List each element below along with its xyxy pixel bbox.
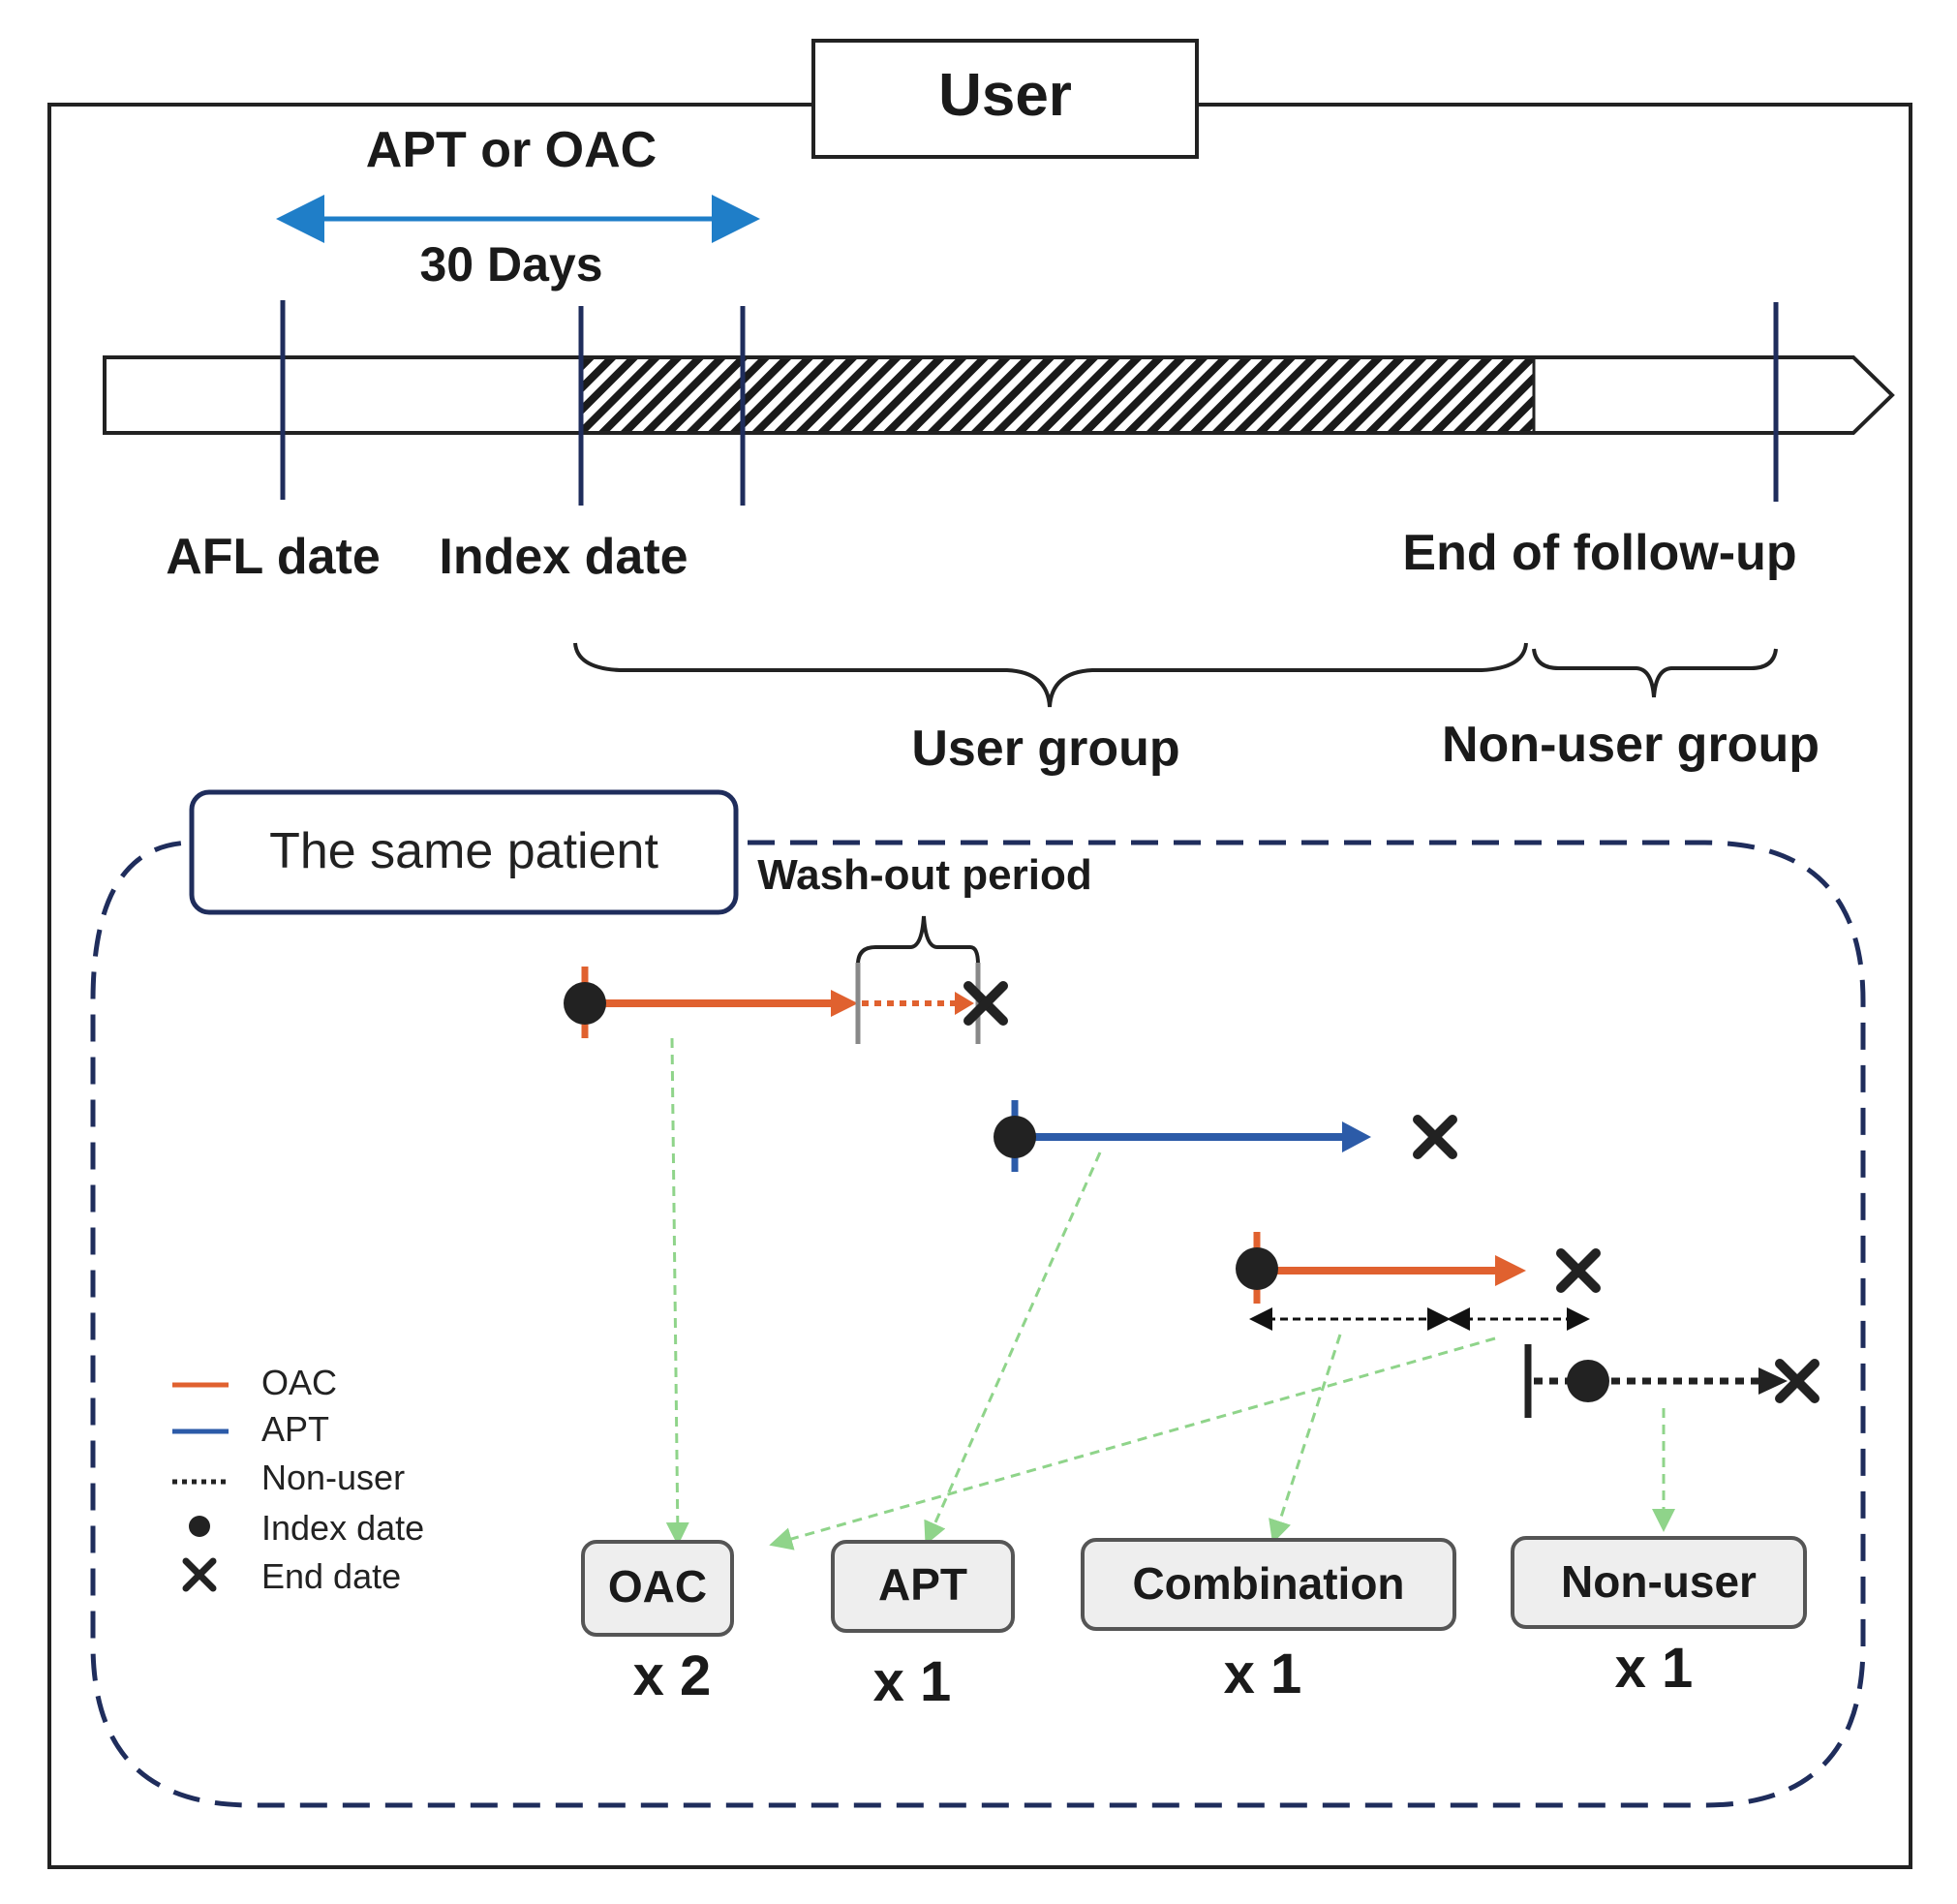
washout-brace [856,915,980,966]
group-nonuser: Non-user x 1 [1511,1536,1807,1700]
group-combination-label: Combination [1132,1558,1404,1609]
legend: OAC APT Non-user Index date End date [172,1363,424,1596]
map-oac-2 [769,1336,1496,1551]
user-group-brace [573,642,1528,708]
timeline-hatched-period [581,359,1534,431]
group-apt: APT x 1 [831,1540,1015,1713]
legend-nonuser-label: Non-user [261,1458,405,1497]
exposure-label: APT or OAC [366,122,657,178]
legend-index-dot-icon [189,1516,210,1537]
apt-episode-arrowhead [1342,1121,1371,1152]
user-group-label: User group [911,721,1179,777]
apt-episode-index-dot [994,1116,1036,1158]
index-date-label: Index date [439,529,688,585]
nonuser-arrowhead [1758,1367,1788,1395]
group-nonuser-label: Non-user [1561,1556,1757,1607]
mapping-arrows [665,1037,1675,1551]
oac-episode-2-arrowhead [1495,1255,1526,1286]
map-combination [1269,1334,1342,1544]
oac-episode-2-end-icon [1556,1248,1601,1293]
title-box [811,39,1199,159]
apt-episode-end-icon [1413,1115,1457,1159]
end-follow-up-label: End of follow-up [1402,525,1796,581]
legend-oac-label: OAC [261,1363,337,1402]
group-apt-label: APT [878,1559,967,1610]
group-nonuser-count: x 1 [1615,1637,1694,1700]
patient-region [90,840,1866,1808]
patient-title-box [189,789,739,915]
patient-title: The same patient [269,823,658,879]
group-oac-label: OAC [608,1561,707,1612]
legend-index-label: Index date [261,1508,424,1548]
washout-label: Wash-out period [757,851,1091,899]
group-oac: OAC x 2 [581,1540,734,1707]
group-combination: Combination x 1 [1081,1538,1456,1705]
legend-end-date-icon [182,1557,217,1592]
legend-end-label: End date [261,1556,401,1596]
page-title: User [938,62,1072,129]
oac-episode-1-arrowhead [831,990,858,1017]
map-oac-1 [665,1037,689,1546]
group-combination-count: x 1 [1224,1643,1302,1705]
window-label: 30 Days [419,237,602,292]
nonuser-index-dot [1567,1360,1609,1402]
nonuser-group-brace [1532,648,1778,698]
group-oac-count: x 2 [633,1644,712,1707]
legend-apt-label: APT [261,1409,329,1449]
oac-episode-1-end-icon [963,981,1008,1026]
oac-episode-2-index-dot [1236,1247,1278,1290]
nonuser-end-icon [1775,1359,1819,1403]
nonuser-group-label: Non-user group [1442,717,1819,773]
map-apt [924,1152,1102,1546]
washout-arrowhead [955,992,974,1015]
oac-episode-1-index-dot [564,982,606,1025]
afl-date-label: AFL date [166,529,381,585]
group-apt-count: x 1 [873,1650,952,1713]
